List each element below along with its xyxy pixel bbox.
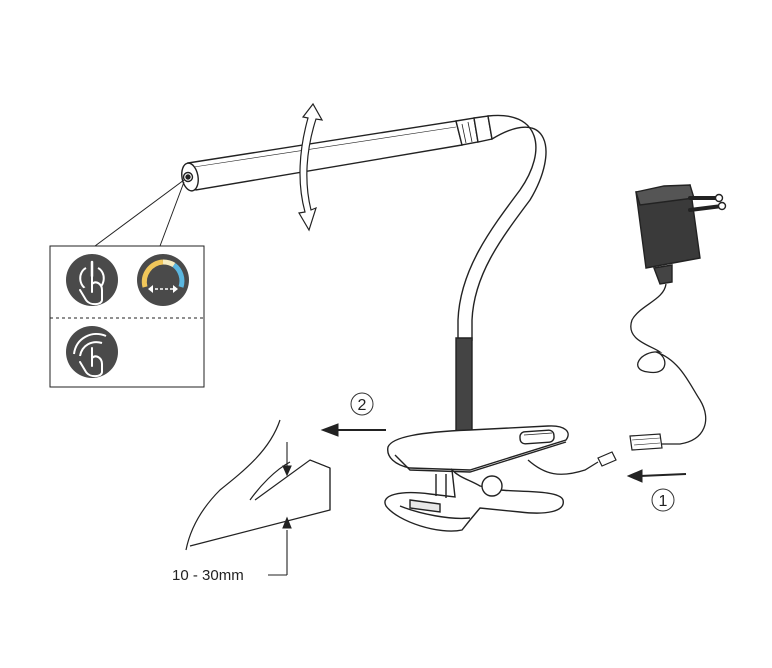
thickness-indicator xyxy=(268,442,292,576)
dc-plug xyxy=(629,433,663,451)
touch-power-icon xyxy=(66,254,118,306)
thickness-label: 10 - 30mm xyxy=(172,567,244,584)
color-temperature-icon xyxy=(137,254,189,306)
cable-connector xyxy=(597,451,617,467)
touch-slide-dimming-icon xyxy=(66,326,118,378)
power-adapter xyxy=(635,184,727,285)
power-cable xyxy=(527,459,599,475)
adapter-cable xyxy=(630,283,707,445)
arrow-step-2 xyxy=(320,423,386,437)
step-1-label: 1 xyxy=(659,493,668,510)
lamp-head xyxy=(181,115,493,192)
step-2-marker xyxy=(350,392,374,416)
callout-leaders xyxy=(94,179,185,247)
rotation-arrow xyxy=(298,102,324,232)
step-1-marker xyxy=(651,488,675,512)
clamp-base xyxy=(384,425,569,532)
arrow-step-1 xyxy=(626,469,687,483)
controls-callout xyxy=(49,245,205,388)
table-edge xyxy=(185,419,331,551)
step-2-label: 2 xyxy=(358,397,367,414)
gooseneck-arm xyxy=(455,114,547,451)
